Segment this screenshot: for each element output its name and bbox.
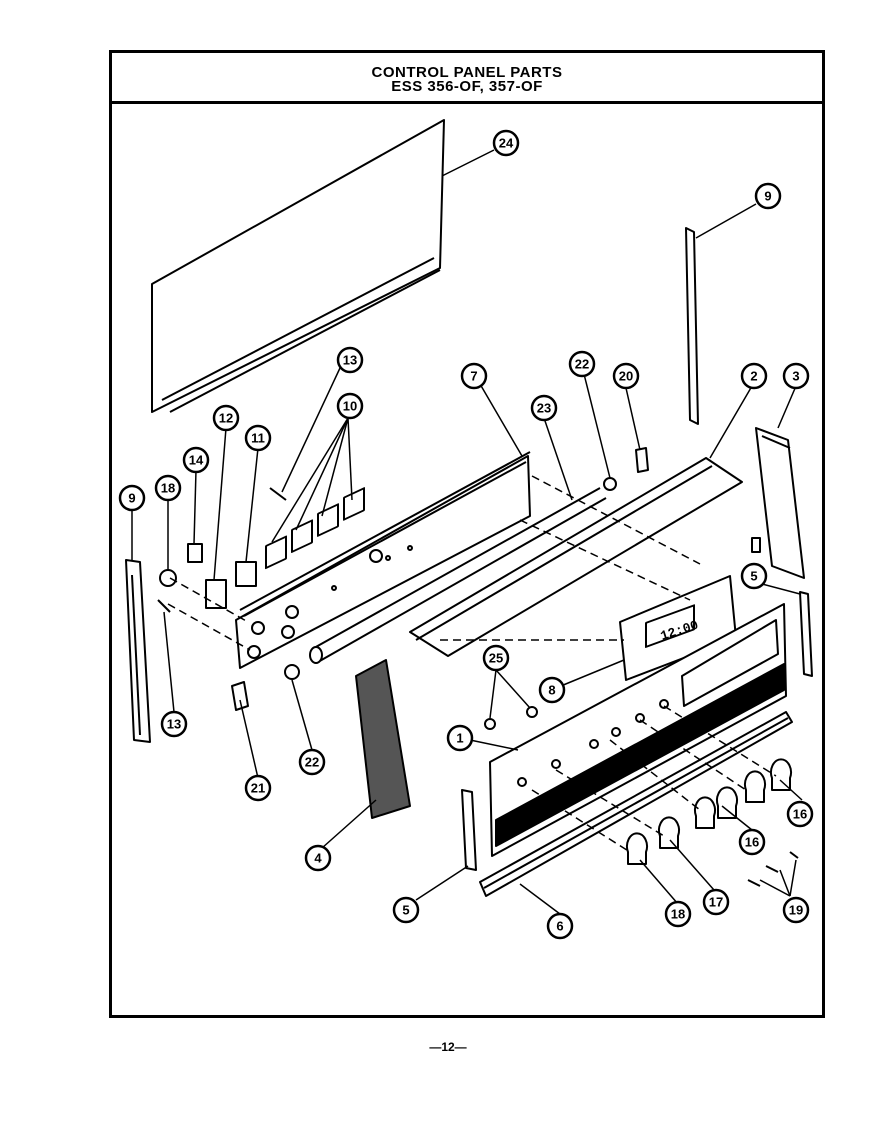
bottom-trim-part bbox=[479, 711, 793, 897]
callout-12: 12 bbox=[212, 404, 240, 432]
end-cap-part bbox=[751, 427, 805, 579]
callout-16-right: 16 bbox=[786, 800, 814, 828]
callout-19: 19 bbox=[782, 896, 810, 924]
svg-text:22: 22 bbox=[305, 755, 319, 770]
callout-20: 20 bbox=[612, 362, 640, 390]
screw-13-upper-part bbox=[269, 487, 287, 501]
trim-strip-left-part bbox=[461, 789, 477, 871]
svg-text:24: 24 bbox=[499, 136, 514, 151]
svg-text:13: 13 bbox=[167, 717, 181, 732]
callout-6: 6 bbox=[546, 912, 574, 940]
callout-9-right: 9 bbox=[754, 182, 782, 210]
bracket-14-part bbox=[187, 543, 203, 563]
svg-text:5: 5 bbox=[750, 569, 757, 584]
callout-13-lower: 13 bbox=[160, 710, 188, 738]
svg-text:16: 16 bbox=[745, 835, 759, 850]
filter-insert-part bbox=[355, 659, 411, 819]
lamp-18-part bbox=[159, 569, 177, 587]
svg-text:9: 9 bbox=[128, 491, 135, 506]
clip-21-part bbox=[231, 681, 249, 711]
diagram-frame: CONTROL PANEL PARTS ESS 356-OF, 357-OF bbox=[109, 50, 825, 1018]
callout-24: 24 bbox=[492, 129, 520, 157]
control-panel-face-part bbox=[489, 603, 787, 857]
callout-11: 11 bbox=[244, 424, 272, 452]
callout-5-right: 5 bbox=[740, 562, 768, 590]
svg-text:14: 14 bbox=[189, 453, 204, 468]
model-numbers: ESS 356-OF, 357-OF bbox=[391, 78, 543, 95]
callout-21: 21 bbox=[244, 774, 272, 802]
svg-text:21: 21 bbox=[251, 781, 265, 796]
page-number: —12— bbox=[429, 1040, 467, 1054]
callout-23: 23 bbox=[530, 394, 558, 422]
rod-part bbox=[309, 487, 607, 664]
svg-text:13: 13 bbox=[343, 353, 357, 368]
svg-text:5: 5 bbox=[402, 903, 409, 918]
svg-text:18: 18 bbox=[671, 907, 685, 922]
leader-lines bbox=[131, 149, 803, 915]
svg-text:18: 18 bbox=[161, 481, 175, 496]
svg-text:22: 22 bbox=[575, 357, 589, 372]
svg-text:23: 23 bbox=[537, 401, 551, 416]
svg-text:9: 9 bbox=[764, 189, 771, 204]
screw-13-lower-part bbox=[157, 599, 171, 613]
switches-part bbox=[265, 487, 365, 570]
callout-22-lower: 22 bbox=[298, 748, 326, 776]
svg-text:25: 25 bbox=[489, 651, 503, 666]
callout-16-left: 16 bbox=[738, 828, 766, 856]
trim-strip-right-part bbox=[799, 591, 813, 677]
svg-text:3: 3 bbox=[792, 369, 799, 384]
callout-18-left: 18 bbox=[154, 474, 182, 502]
svg-text:2: 2 bbox=[750, 369, 757, 384]
svg-text:6: 6 bbox=[556, 919, 563, 934]
svg-text:16: 16 bbox=[793, 807, 807, 822]
svg-text:11: 11 bbox=[251, 431, 265, 446]
clip-20-part bbox=[635, 447, 649, 473]
callout-13-upper: 13 bbox=[336, 346, 364, 374]
title-block: CONTROL PANEL PARTS ESS 356-OF, 357-OF bbox=[112, 53, 822, 104]
callout-25: 25 bbox=[482, 644, 510, 672]
callout-14: 14 bbox=[182, 446, 210, 474]
back-panel-part bbox=[151, 119, 445, 413]
svg-text:1: 1 bbox=[456, 731, 463, 746]
callout-10: 10 bbox=[336, 392, 364, 420]
diagram-title: CONTROL PANEL PARTS bbox=[371, 64, 563, 81]
control-knobs-part bbox=[626, 758, 792, 865]
callout-2: 2 bbox=[740, 362, 768, 390]
svg-text:7: 7 bbox=[470, 369, 477, 384]
callout-1: 1 bbox=[446, 724, 474, 752]
grommet-22-lower-part bbox=[284, 664, 300, 680]
control-box-part bbox=[235, 451, 531, 669]
callout-17: 17 bbox=[702, 888, 730, 916]
svg-text:4: 4 bbox=[314, 851, 322, 866]
svg-text:12: 12 bbox=[219, 411, 233, 426]
svg-text:20: 20 bbox=[619, 369, 633, 384]
svg-text:17: 17 bbox=[709, 895, 723, 910]
nuts-25-part bbox=[484, 706, 538, 730]
callout-18-lower: 18 bbox=[664, 900, 692, 928]
side-trim-right-part bbox=[685, 227, 699, 425]
svg-text:8: 8 bbox=[548, 683, 555, 698]
svg-text:19: 19 bbox=[789, 903, 803, 918]
grommet-22-upper-part bbox=[603, 477, 617, 491]
callout-8: 8 bbox=[538, 676, 566, 704]
callout-9-left: 9 bbox=[118, 484, 146, 512]
callout-22-upper: 22 bbox=[568, 350, 596, 378]
side-trim-left-part bbox=[125, 559, 151, 743]
callout-5-left: 5 bbox=[392, 896, 420, 924]
screws-19-part bbox=[747, 851, 799, 887]
switch-12-part bbox=[205, 579, 227, 609]
callout-7: 7 bbox=[460, 362, 488, 390]
assembly-guide-lines bbox=[167, 475, 777, 853]
svg-text:10: 10 bbox=[343, 399, 357, 414]
callout-4: 4 bbox=[304, 844, 332, 872]
callout-3: 3 bbox=[782, 362, 810, 390]
switch-11-part bbox=[235, 561, 257, 587]
